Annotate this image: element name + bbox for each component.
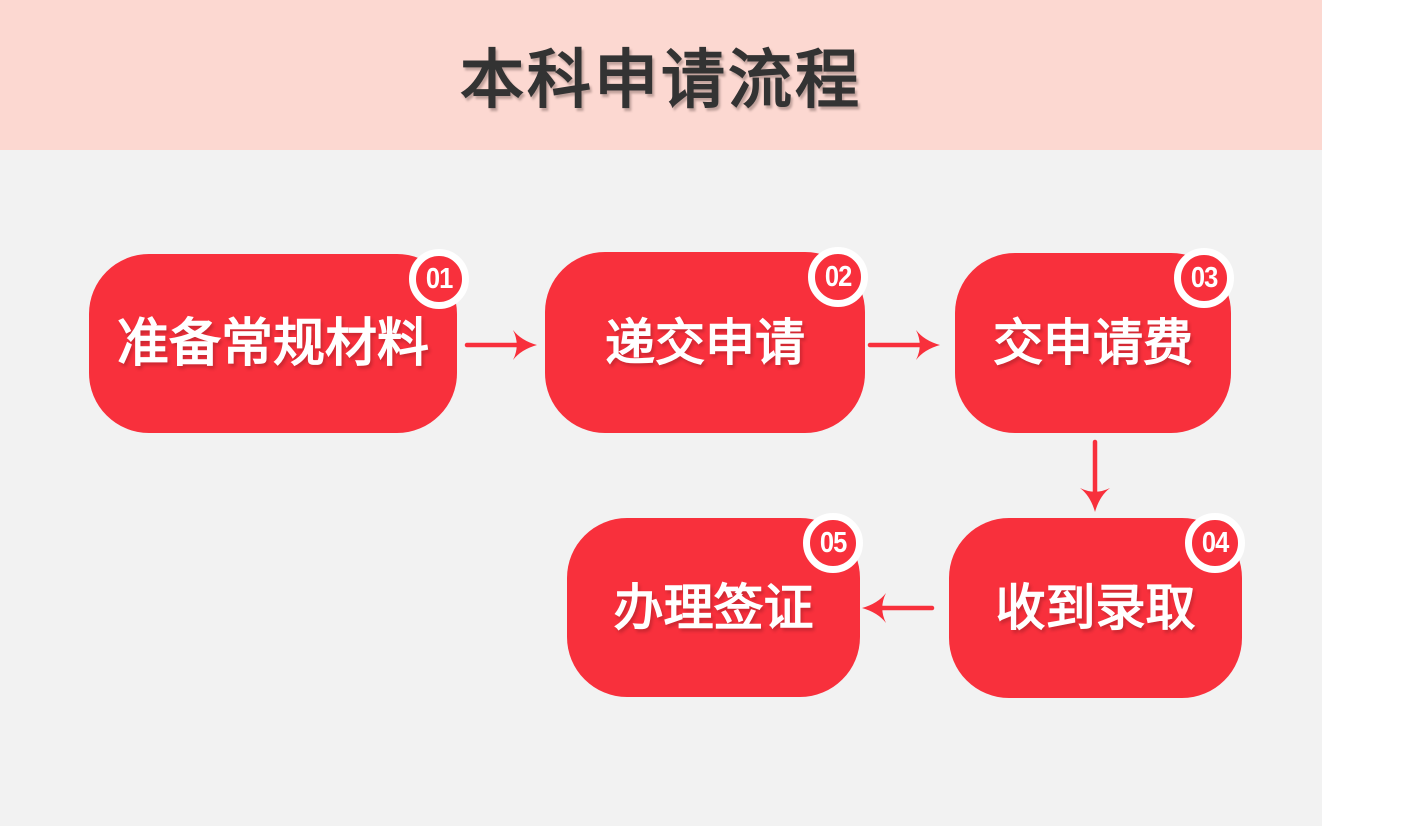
step-badge-3: 03	[1174, 248, 1234, 308]
step-badge-2: 02	[808, 247, 868, 307]
step-number-3: 03	[1190, 261, 1219, 294]
step-number-4: 04	[1201, 526, 1230, 559]
step-box-4: 收到录取 04	[949, 513, 1245, 698]
step-label-2: 递交申请	[605, 314, 805, 371]
step-number-1: 01	[425, 262, 454, 295]
header-band: 本科申请流程	[0, 0, 1322, 150]
right-arrow-icon-1	[464, 330, 537, 360]
down-arrow-icon	[1080, 439, 1110, 512]
step-box-1: 准备常规材料 01	[89, 249, 469, 433]
step-badge-1: 01	[409, 249, 469, 309]
step-box-3: 交申请费 03	[955, 248, 1234, 433]
step-label-4: 收到录取	[995, 580, 1196, 636]
step-number-2: 02	[824, 260, 853, 293]
step-badge-4: 04	[1185, 513, 1245, 573]
page-title: 本科申请流程	[460, 44, 862, 116]
right-arrow-icon-2	[867, 330, 940, 360]
poster-content: 本科申请流程 准备常规材料 01 递交申请 02 交申请费 03 收到录取	[0, 0, 1322, 826]
step-number-5: 05	[819, 526, 848, 559]
step-label-1: 准备常规材料	[116, 314, 429, 373]
step-box-2: 递交申请 02	[545, 247, 868, 433]
left-arrow-icon	[862, 593, 935, 623]
step-label-5: 办理签证	[613, 579, 814, 636]
right-margin-strip	[1322, 0, 1404, 826]
step-label-3: 交申请费	[993, 315, 1193, 371]
step-box-5: 办理签证 05	[567, 513, 863, 697]
step-badge-5: 05	[803, 513, 863, 573]
